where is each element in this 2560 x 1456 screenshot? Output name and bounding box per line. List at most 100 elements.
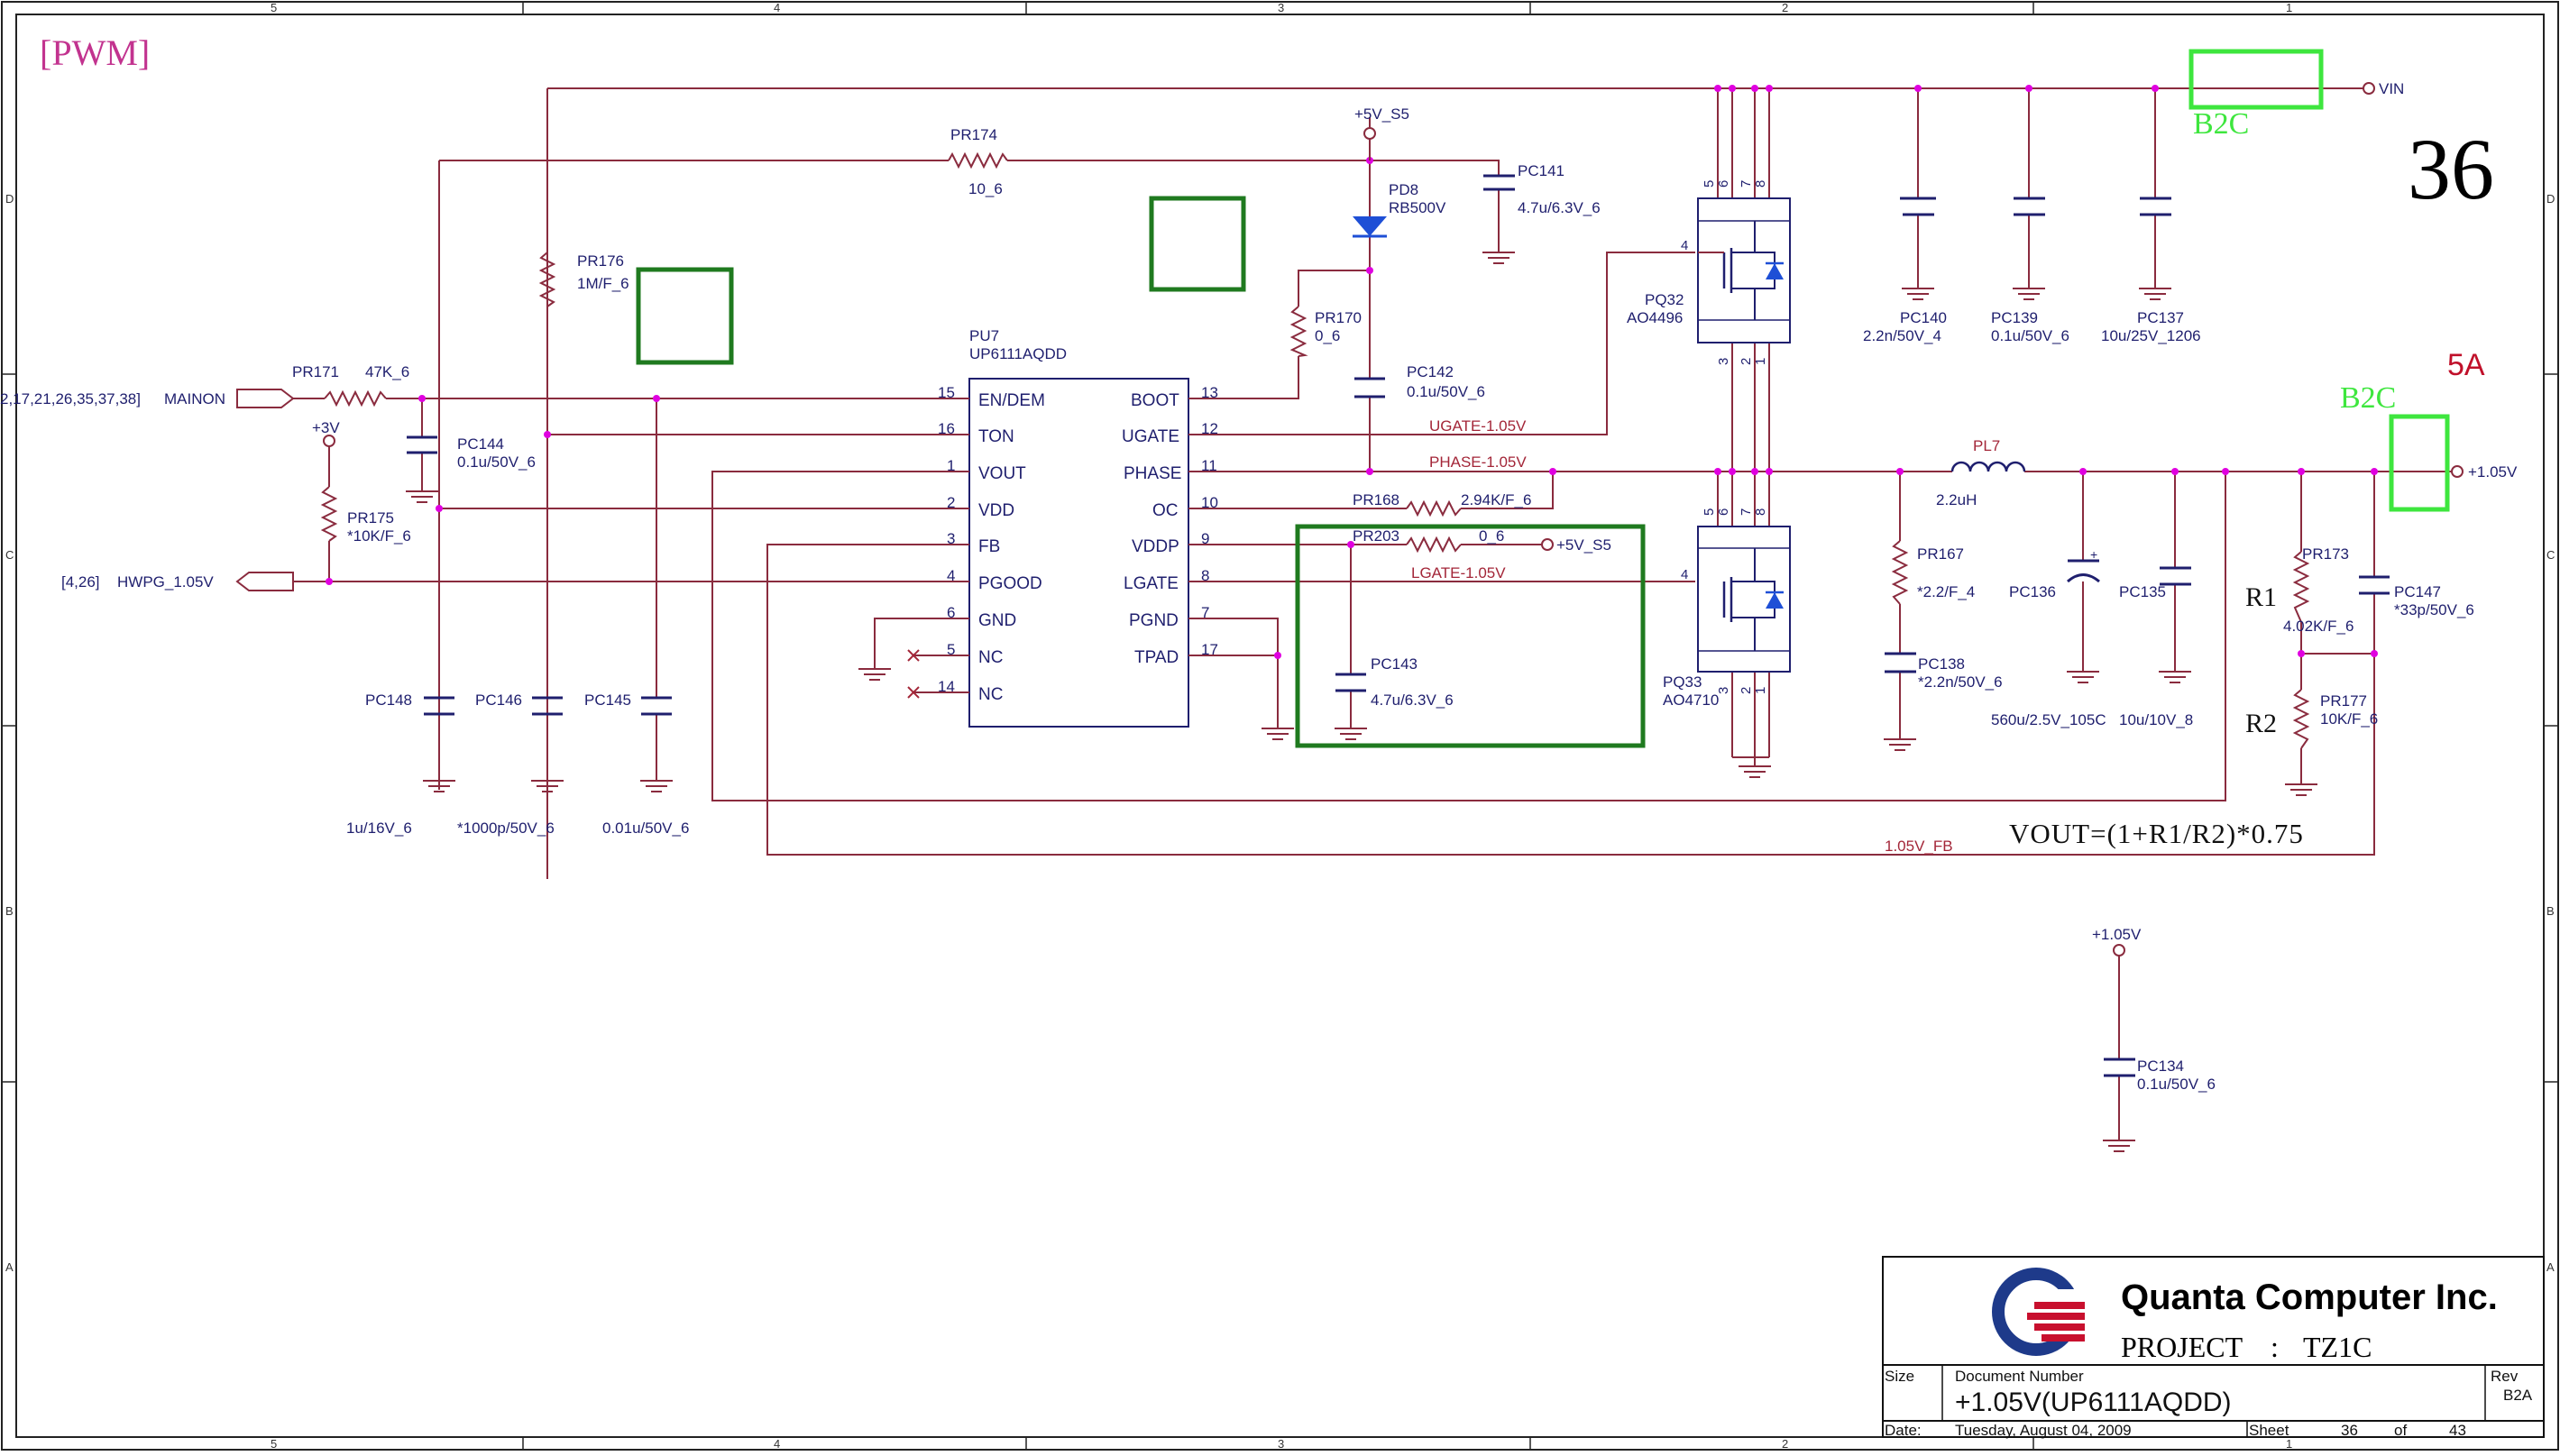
border-row-b-right: B: [2546, 904, 2555, 918]
svg-text:2: 2: [1739, 358, 1754, 365]
net-3v: +3V: [312, 419, 340, 436]
svg-text:4: 4: [1681, 567, 1688, 582]
annotation-r1: R1: [2245, 582, 2277, 612]
ic-pin-stubs: [933, 398, 1225, 693]
ic-pin-number: 4: [947, 567, 955, 584]
net-1v05-top: +1.05V: [2092, 926, 2142, 943]
page-big-number: 36: [2408, 121, 2494, 217]
ref-pc146: PC146: [475, 691, 522, 709]
svg-text:8: 8: [1753, 508, 1768, 516]
border-col-4-bottom: 4: [774, 1437, 780, 1451]
ic-left-pins: EN/DEM 15 TON 16 VOUT 1 VDD 2 FB 3 PGOOD…: [938, 384, 1045, 704]
svg-text:3: 3: [1716, 358, 1731, 365]
size-label: Size: [1885, 1368, 1914, 1385]
ref-pd8: PD8: [1389, 181, 1418, 198]
wires: [293, 87, 2435, 1140]
ref-pc134: PC134: [2137, 1058, 2184, 1075]
power-terminals: [323, 82, 2464, 957]
svg-text:1: 1: [1753, 687, 1768, 694]
ic-part: UP6111AQDD: [969, 345, 1067, 362]
svg-text:6: 6: [1716, 180, 1731, 188]
ref-pr171: PR171: [292, 363, 339, 380]
rev-value: B2A: [2503, 1387, 2533, 1404]
ic-pin-number: 5: [947, 641, 955, 658]
ic-pin-number: 2: [947, 494, 955, 511]
val-pc148: 1u/16V_6: [346, 820, 412, 837]
border-col-1-bottom: 1: [2286, 1437, 2292, 1451]
mosfet-pq32: [1697, 197, 1791, 343]
val-pc136: 560u/2.5V_105C: [1991, 711, 2106, 728]
ic-pin-name: NC: [978, 648, 1003, 667]
svg-text:5: 5: [1702, 180, 1717, 188]
ref-pr170: PR170: [1315, 309, 1362, 326]
svg-text:7: 7: [1739, 508, 1754, 516]
ic-pin-number: 16: [938, 420, 955, 437]
val-pc140: 2.2n/50V_4: [1863, 327, 1941, 344]
net-5v-s5: +5V_S5: [1354, 105, 1409, 123]
net-mainon: MAINON: [164, 390, 225, 407]
ic-ref: PU7: [969, 327, 999, 344]
port-connectors: [235, 389, 295, 591]
border-col-3-bottom: 3: [1278, 1437, 1284, 1451]
net-fb: 1.05V_FB: [1885, 838, 1953, 855]
ic-pin-name: UGATE: [1122, 427, 1179, 446]
border-col-3-top: 3: [1278, 1, 1284, 14]
ic-pin-number: 7: [1201, 604, 1209, 621]
inductor-symbol: [1950, 461, 2026, 480]
resistor-symbols: [320, 151, 2310, 749]
svg-text:3: 3: [1716, 687, 1731, 694]
net-phase: PHASE-1.05V: [1429, 453, 1527, 471]
ic-pin-name: NC: [978, 685, 1003, 704]
border-row-d-left: D: [5, 192, 14, 206]
border-col-4-top: 4: [774, 1, 780, 14]
ref-pc137: PC137: [2137, 309, 2184, 326]
val-pd8: RB500V: [1389, 199, 1446, 216]
no-connect-marks: [907, 649, 920, 699]
ref-pc136: PC136: [2009, 583, 2056, 600]
svg-text:4: 4: [1681, 238, 1688, 253]
ref-pc139: PC139: [1991, 309, 2038, 326]
val-pr173: 4.02K/F_6: [2283, 618, 2354, 635]
ic-pin-name: GND: [978, 611, 1016, 630]
border-row-c-left: C: [5, 548, 14, 562]
component-labels: PR174 10_6 PR176 1M/F_6 PR171 47K_6 PR17…: [292, 126, 2474, 1093]
val-pc134: 0.1u/50V_6: [2137, 1076, 2216, 1093]
ref-pc148: PC148: [365, 691, 412, 709]
net-1v05-output: +1.05V: [2468, 463, 2518, 481]
val-pr174: 10_6: [968, 180, 1003, 197]
ref-pc138: PC138: [1918, 655, 1965, 673]
ic-pin-number: 14: [938, 678, 955, 695]
val-pr176: 1M/F_6: [577, 275, 629, 292]
border-col-2-bottom: 2: [1782, 1437, 1788, 1451]
ic-pin-name: PHASE: [1124, 464, 1181, 483]
ref-pc141: PC141: [1518, 162, 1564, 179]
val-pq32: AO4496: [1627, 309, 1683, 326]
val-pc143: 4.7u/6.3V_6: [1371, 691, 1454, 709]
ref-pq32: PQ32: [1645, 291, 1684, 308]
svg-text:5: 5: [1702, 508, 1717, 516]
border-row-c-right: C: [2546, 548, 2555, 562]
val-pc139: 0.1u/50V_6: [1991, 327, 2069, 344]
date-value: Tuesday, August 04, 2009: [1955, 1422, 2132, 1439]
ic-pin-number: 13: [1201, 384, 1218, 401]
annotation-r2: R2: [2245, 709, 2277, 738]
val-pr171: 47K_6: [365, 363, 409, 380]
border-row-a-left: A: [5, 1260, 14, 1274]
ref-pl7: PL7: [1973, 437, 2000, 454]
ic-pin-name: VOUT: [978, 464, 1026, 483]
ic-pin-name: VDDP: [1132, 537, 1179, 556]
svg-text:8: 8: [1753, 180, 1768, 188]
project-name: TZ1C: [2303, 1331, 2372, 1363]
of-label: of: [2394, 1422, 2407, 1439]
net-hwpg: HWPG_1.05V: [117, 573, 214, 591]
quanta-logo-icon: [1992, 1268, 2088, 1356]
net-ugate: UGATE-1.05V: [1429, 417, 1527, 435]
svg-text:7: 7: [1739, 180, 1754, 188]
ref-pc145: PC145: [584, 691, 631, 709]
sheet-tag: [PWM]: [40, 32, 150, 73]
rev-label: Rev: [2491, 1368, 2519, 1385]
svg-text:2: 2: [1739, 687, 1754, 694]
net-mainon-ref: 2,17,21,26,35,37,38]: [0, 390, 141, 407]
